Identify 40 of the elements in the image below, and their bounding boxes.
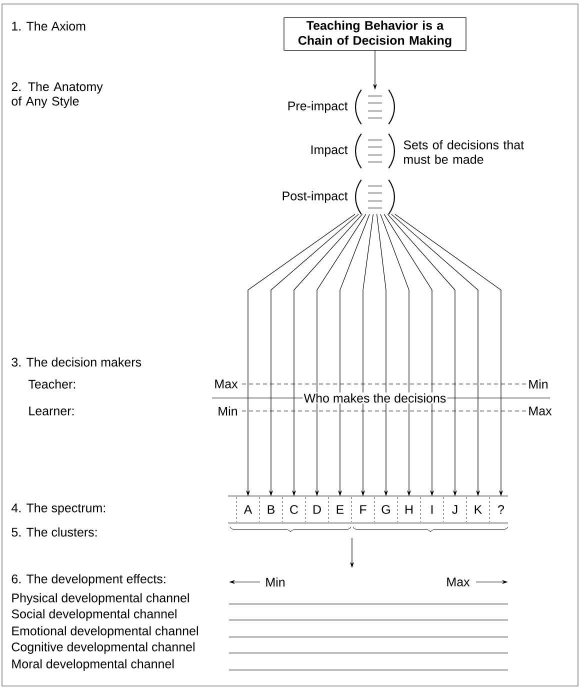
phase-label: Pre-impact [288,101,348,113]
scale-label: Min [266,577,285,587]
heading-text: 4. The spectrum: [11,503,105,515]
bracket-drawing [355,134,395,168]
spectrum-cell: H [406,505,412,514]
scale-label: Max [527,406,553,416]
spectrum-cell: K [474,505,482,514]
channel-label: Physical developmental channel [12,593,189,605]
scale-label: Max [447,578,470,586]
heading-text: 5. The clusters: [12,527,97,537]
scale-label: Max [213,378,239,390]
phase-label: Post-impact [282,191,348,203]
spectrum-cell: D [314,505,321,514]
scale-label: Min [527,378,550,390]
heading-text: 6. The development effects: [12,574,166,586]
heading-text: 1. The Axiom [12,21,86,31]
heading-text: 2. The Anatomy of Any Style [12,82,103,108]
spectrum-cell: A [244,505,252,514]
spectrum-cell: I [431,505,433,514]
spectrum-cell: F [360,505,366,514]
note-text: Sets of decisions that must be made [404,140,524,164]
heading-text: 3. The decision makers [12,357,142,367]
channel-label: Social developmental channel [12,609,176,621]
channel-label: Moral developmental channel [12,659,174,671]
spectrum-cell: C [290,505,298,514]
phase-label: Impact [311,145,348,157]
spectrum-cell: ? [498,505,504,514]
bracket-drawing [355,180,395,214]
spectrum-cell: G [382,505,390,514]
role-label: Teacher: [28,379,75,389]
channel-label: Cognitive developmental channel [12,642,194,654]
role-label: Learner: [29,406,74,416]
spectrum-cell: J [452,505,458,514]
axis-label: Who makes the decisions [302,392,448,404]
spectrum-cell: B [268,505,274,514]
spectrum-cell: E [336,505,344,514]
channel-label: Emotional developmental channel [12,626,198,638]
bracket-drawing [355,90,395,124]
scale-label: Min [216,405,239,417]
title-box: Teaching Behavior is a Chain of Decision Making [284,17,466,51]
